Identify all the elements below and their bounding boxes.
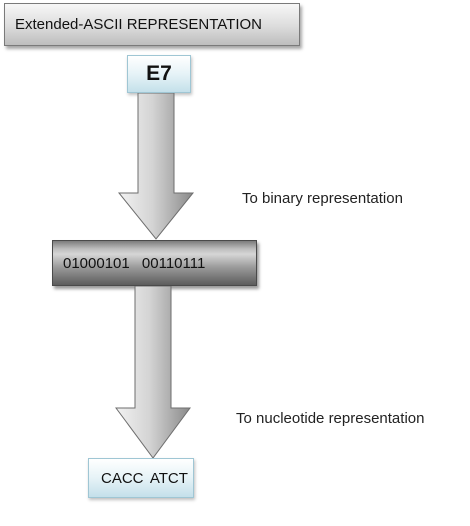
binary-value-box: 01000101 00110111 [52,240,257,286]
down-arrow-icon [115,286,191,459]
hex-value-box: E7 [127,55,191,93]
down-arrow-icon [117,93,195,240]
ascii-representation-box: Extended-ASCII REPRESENTATION [4,3,300,46]
nucleotide-conversion-label: To nucleotide representation [236,410,425,427]
binary-conversion-label: To binary representation [242,190,403,207]
nucleotide-value-box: CACC ATCT [88,458,194,498]
